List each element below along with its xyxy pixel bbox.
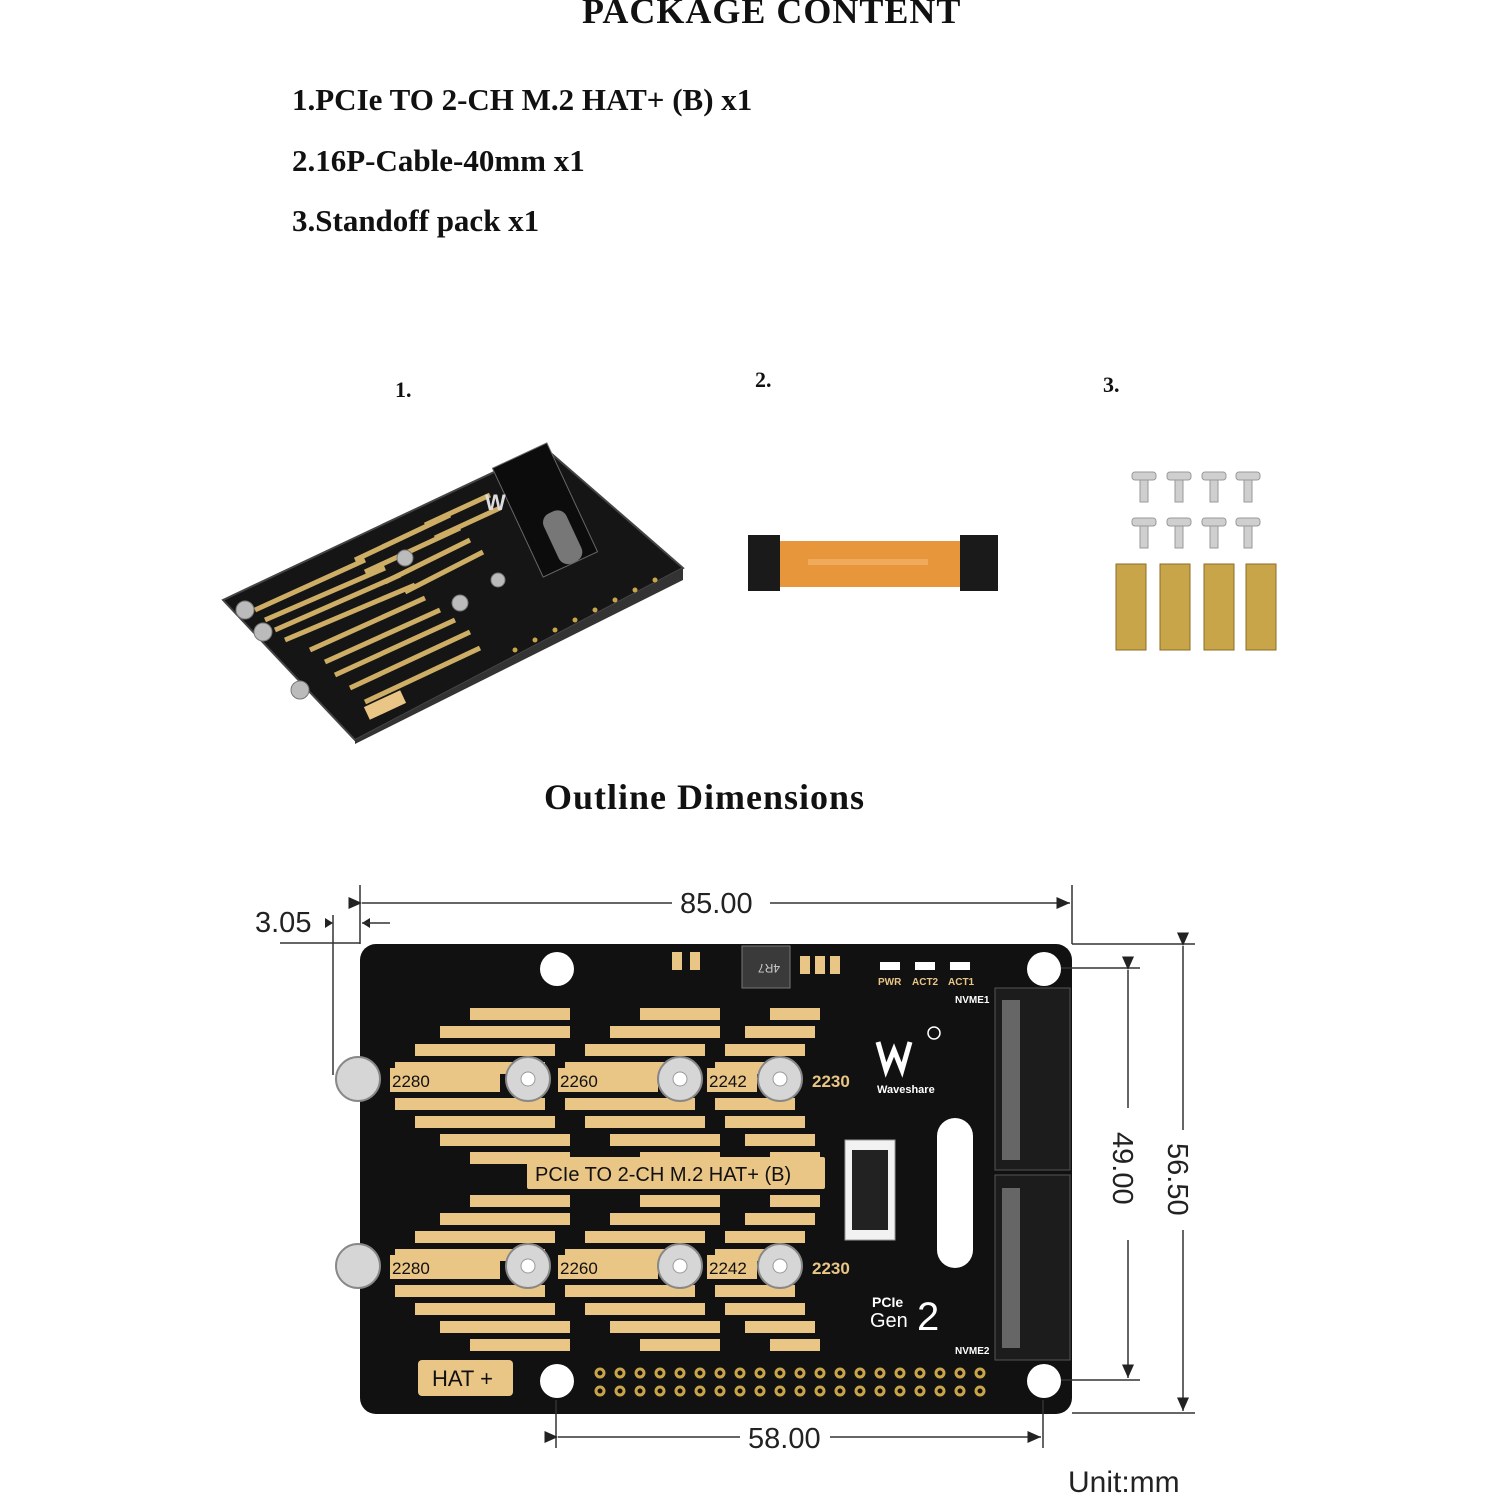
ribbon-cable-photo [748,535,998,591]
outline-title: Outline Dimensions [544,777,866,817]
hat-board-photo: W [221,442,685,744]
connector-label-nvme1: NVME1 [955,995,990,1006]
board-name-label: PCIe TO 2-CH M.2 HAT+ (B) [535,1164,791,1186]
pcie-gen-line2: Gen [870,1310,908,1332]
pcie-gen-line1: PCIe [872,1294,903,1310]
slot-label-2280-bottom: 2280 [392,1259,430,1278]
standoff-pack-photo [1115,471,1277,651]
unit-label: Unit:mm [1068,1466,1180,1499]
pcie-gen-number: 2 [917,1295,939,1339]
photo-label-2: 2. [755,367,772,392]
slot-label-2230-top: 2230 [812,1072,850,1091]
page-title: PACKAGE CONTENT [582,0,962,31]
slot-label-2242-bottom: 2242 [709,1259,747,1278]
slot-label-2242-top: 2242 [709,1072,747,1091]
dim-width: 85.00 [680,888,753,920]
led-label-act1: ACT1 [948,977,975,988]
slot-label-2260-top: 2260 [560,1072,598,1091]
hat-badge: HAT + [432,1366,493,1391]
brand-label: Waveshare [877,1084,935,1096]
dim-hole-spacing-v: 49.00 [1106,1132,1138,1205]
connector-label-nvme2: NVME2 [955,1346,990,1357]
slot-label-2260-bottom: 2260 [560,1259,598,1278]
package-item-2: 2.16P-Cable-40mm x1 [292,143,585,178]
slot-label-2230-bottom: 2230 [812,1259,850,1278]
photo-label-3: 3. [1103,372,1120,397]
dim-offset: 3.05 [255,907,311,939]
slot-label-2280-top: 2280 [392,1072,430,1091]
package-item-1: 1.PCIe TO 2-CH M.2 HAT+ (B) x1 [292,82,753,117]
dim-hole-spacing-h: 58.00 [748,1423,821,1455]
photo-label-1: 1. [395,377,412,402]
package-item-3: 3.Standoff pack x1 [292,203,540,238]
svg-text:W: W [485,490,506,515]
led-label-act2: ACT2 [912,977,939,988]
inductor-marking: 4R7 [758,961,780,975]
dimension-drawing: 2280 2260 2242 2230 2280 2260 2242 2230 … [255,885,1195,1455]
dim-height: 56.50 [1161,1143,1193,1216]
led-label-pwr: PWR [878,977,902,988]
